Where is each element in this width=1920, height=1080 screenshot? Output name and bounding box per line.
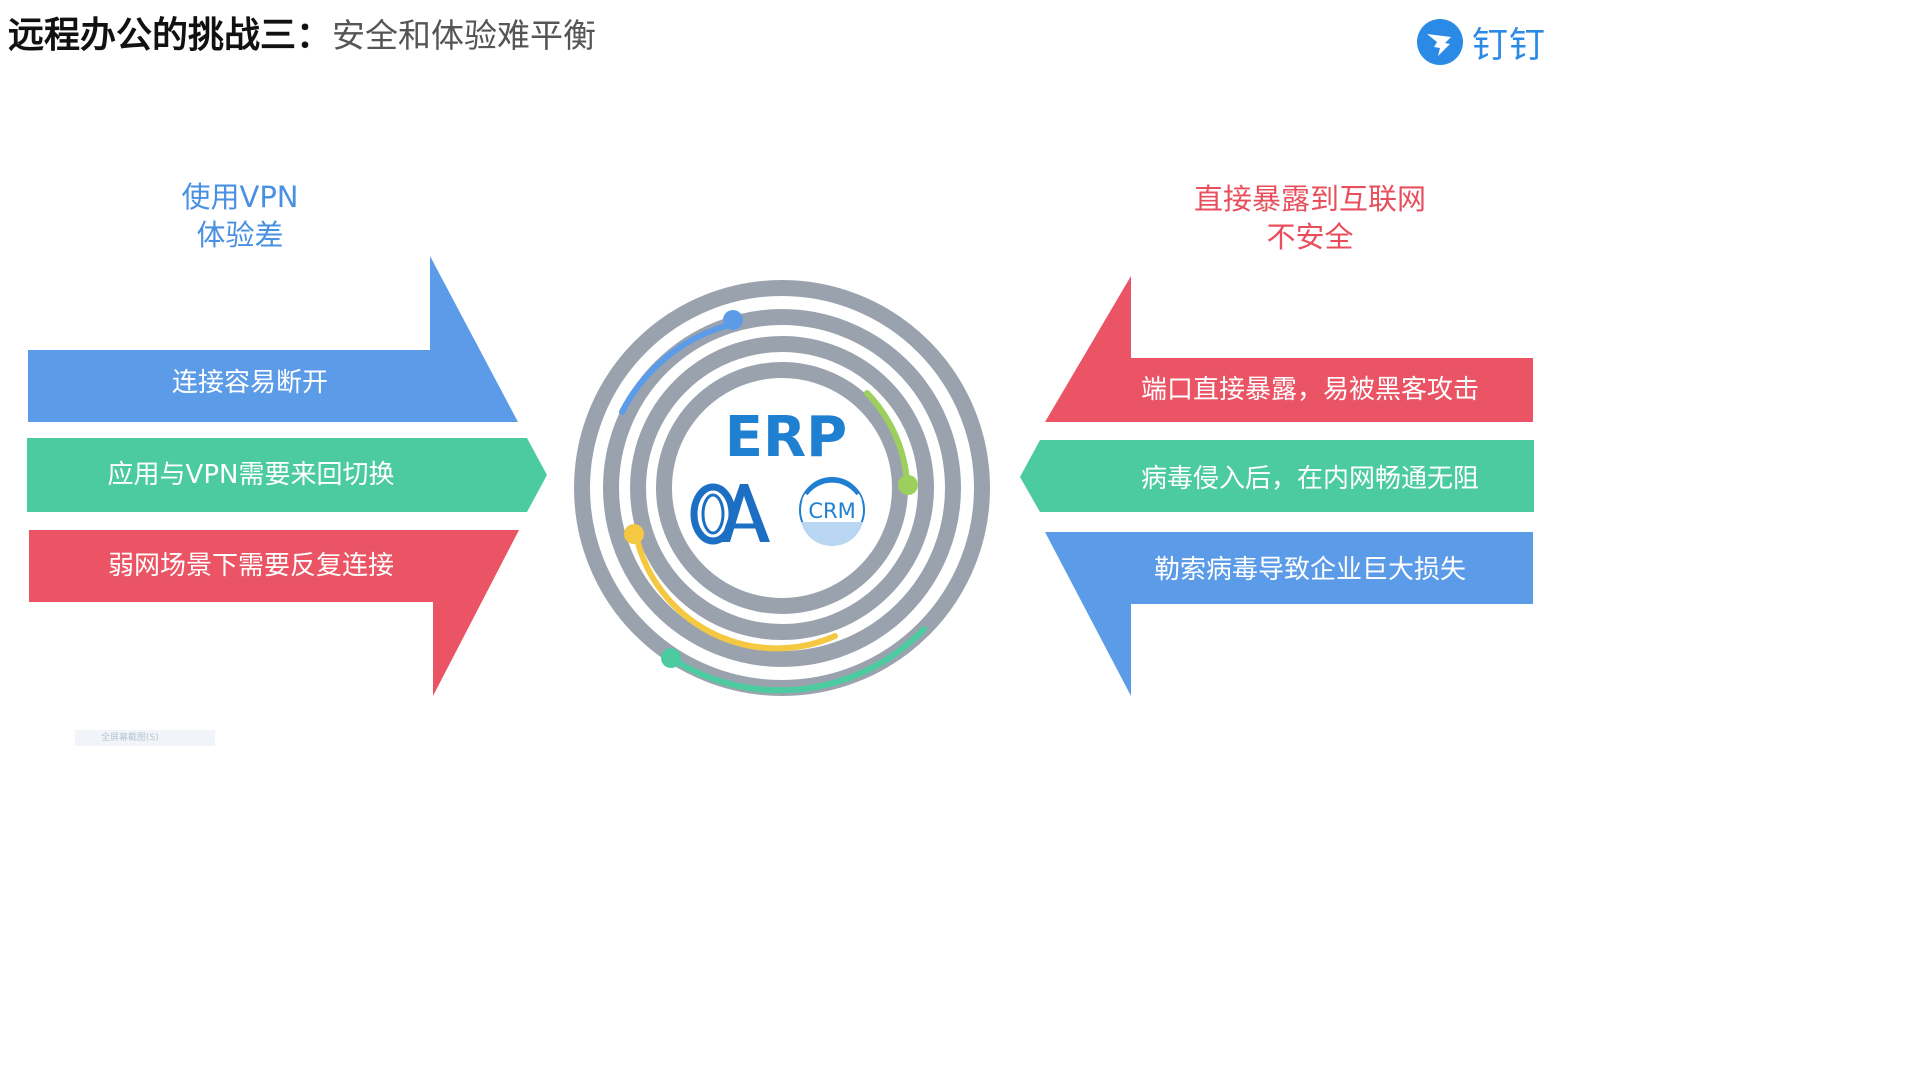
right-arrow-3-shape <box>1045 532 1533 696</box>
left-arrow-1-label: 连接容易断开 <box>171 368 328 398</box>
page-title: 远程办公的挑战三：安全和体验难平衡 <box>8 18 596 54</box>
right-caption: 直接暴露到互联网 不安全 <box>1150 180 1470 256</box>
brand-logo: 钉钉 <box>1416 18 1546 66</box>
screenshot-tooltip: 全屏幕截图(S) <box>75 730 215 746</box>
oa-logo-text: OA <box>570 276 572 277</box>
right-arrow-1-shape <box>1045 276 1533 422</box>
right-arrow-1 <box>1045 276 1533 422</box>
right-caption-line1: 直接暴露到互联网 <box>1193 182 1426 216</box>
left-arrow-2 <box>27 438 547 512</box>
page-title-bold: 远程办公的挑战三： <box>8 15 333 56</box>
center-rings-diagram: ERP OA CRM <box>570 276 990 696</box>
teal-accent-arc <box>668 626 927 694</box>
left-arrow-1-shape <box>28 256 518 422</box>
oa-logo-icon: OA <box>570 276 770 545</box>
right-arrow-3-label: 勒索病毒导致企业巨大损失 <box>1153 555 1466 585</box>
right-arrow-3 <box>1045 532 1533 696</box>
right-arrow-2-label: 病毒侵入后，在内网畅通无阻 <box>1140 464 1479 494</box>
left-arrow-3 <box>29 530 519 696</box>
right-caption-line2: 不安全 <box>1266 220 1354 254</box>
crm-logo-icon: CRM <box>799 477 865 547</box>
page-title-subtitle: 安全和体验难平衡 <box>332 16 597 55</box>
left-arrow-1 <box>28 256 518 422</box>
left-caption-line1: 使用VPN <box>181 180 299 214</box>
blue-accent-dot <box>723 310 743 330</box>
brand-name: 钉钉 <box>1472 25 1547 66</box>
left-arrow-3-shape <box>29 530 519 696</box>
right-arrow-1-label: 端口直接暴露，易被黑客攻击 <box>1140 375 1479 405</box>
yellow-accent-dot <box>624 524 644 544</box>
left-arrow-2-shape <box>27 438 547 512</box>
left-caption-line2: 体验差 <box>196 218 284 252</box>
left-arrow-3-label: 弱网场景下需要反复连接 <box>107 551 394 581</box>
right-arrow-2-shape <box>1020 440 1534 512</box>
blue-accent-arc <box>619 321 736 415</box>
teal-accent-dot <box>661 648 681 668</box>
crm-logo-text: CRM <box>808 499 855 523</box>
light-green-accent-dot <box>898 475 918 495</box>
left-arrow-2-label: 应用与VPN需要来回切换 <box>107 460 395 490</box>
right-arrow-2 <box>1020 440 1534 512</box>
erp-logo: ERP <box>725 405 847 470</box>
third-ring <box>630 336 934 640</box>
dingtalk-logo-icon <box>1417 19 1463 65</box>
left-caption: 使用VPN 体验差 <box>120 178 360 254</box>
light-green-accent-arc <box>864 390 910 484</box>
yellow-accent-arc <box>633 532 838 652</box>
second-ring <box>603 309 961 667</box>
